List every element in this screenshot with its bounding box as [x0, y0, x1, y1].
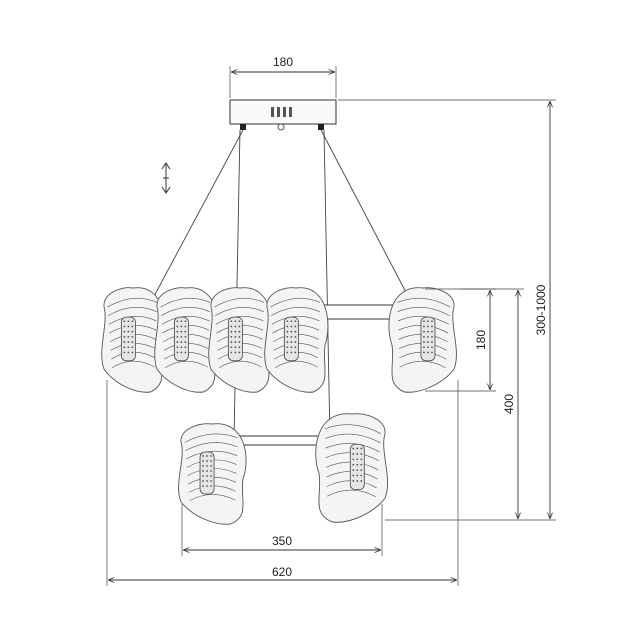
perforated-holder	[173, 316, 189, 362]
perforated-holder	[349, 443, 365, 490]
dim-drop-height: 300-1000	[534, 284, 548, 335]
ceiling-canopy	[229, 99, 337, 131]
dim-lower-offset: 400	[502, 394, 516, 414]
perforated-holder	[227, 316, 243, 362]
extension-lines	[106, 66, 556, 586]
perforated-holder	[420, 316, 436, 362]
dim-overall-width: 620	[272, 565, 292, 579]
leaf-shade	[154, 287, 219, 393]
leaf-shade	[315, 413, 389, 523]
dim-shade-height: 180	[474, 330, 488, 350]
lower-tier-shades	[178, 413, 389, 525]
vertical-adjust-arrows-icon	[161, 162, 171, 194]
leaf-shade	[264, 287, 329, 393]
leaf-shade	[101, 287, 166, 393]
dimension-lines	[108, 72, 550, 580]
leaf-shade	[178, 423, 247, 525]
upper-tier-shades	[101, 287, 457, 393]
leaf-shade	[208, 287, 273, 393]
dim-lower-width: 350	[272, 534, 292, 548]
perforated-holder	[120, 316, 136, 362]
dim-canopy-width: 180	[273, 55, 293, 69]
suspension-cables	[151, 129, 411, 441]
perforated-holder	[199, 451, 215, 495]
perforated-holder	[283, 316, 299, 362]
leaf-shade	[388, 287, 457, 393]
